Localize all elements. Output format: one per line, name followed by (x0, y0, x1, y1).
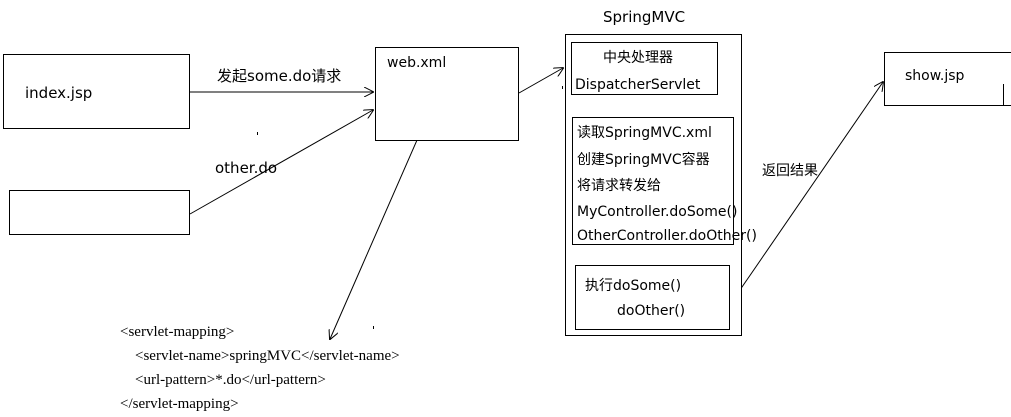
arrow-exec-to-show (730, 82, 883, 304)
step-item: OtherController.doOther() (577, 228, 757, 244)
code-line: <servlet-name>springMVC</servlet-name> (120, 348, 400, 364)
step-item: 将请求转发给 (577, 178, 661, 194)
springmvc-title: SpringMVC (603, 8, 686, 26)
exec-line1: 执行doSome() (585, 278, 682, 294)
empty-source-box (9, 190, 190, 235)
dispatcher-line1: 中央处理器 (603, 50, 673, 66)
stray-mark (562, 86, 563, 89)
step-item: 读取SpringMVC.xml (577, 125, 712, 141)
show-jsp-label: show.jsp (905, 68, 965, 84)
steps-box: 读取SpringMVC.xml 创建SpringMVC容器 将请求转发给 MyC… (572, 117, 757, 245)
code-line: </servlet-mapping> (120, 396, 239, 412)
step-item: MyController.doSome() (577, 204, 738, 220)
exec-line2: doOther() (617, 303, 686, 319)
webxml-box: web.xml (375, 47, 519, 141)
show-jsp-right-edge (1003, 84, 1004, 106)
return-label: 返回结果 (762, 163, 818, 179)
dispatcher-line2: DispatcherServlet (575, 77, 701, 93)
code-line: <url-pattern>*.do</url-pattern> (120, 372, 326, 388)
request-label: 发起some.do请求 (217, 67, 342, 85)
code-line: <servlet-mapping> (120, 324, 235, 340)
other-do-label: other.do (215, 159, 278, 177)
show-jsp-box: show.jsp (884, 52, 1011, 106)
stray-mark (373, 326, 374, 329)
arrow-webxml-to-springmvc (518, 68, 563, 94)
index-jsp-label: index.jsp (25, 84, 93, 102)
index-jsp-box: index.jsp (3, 54, 190, 129)
webxml-label: web.xml (387, 55, 447, 71)
stray-mark (257, 132, 258, 135)
step-item: 创建SpringMVC容器 (577, 152, 710, 168)
exec-box: 执行doSome() doOther() (575, 265, 730, 330)
arrow-other-to-webxml (189, 110, 373, 215)
dispatcher-box: 中央处理器 DispatcherServlet (571, 42, 718, 95)
